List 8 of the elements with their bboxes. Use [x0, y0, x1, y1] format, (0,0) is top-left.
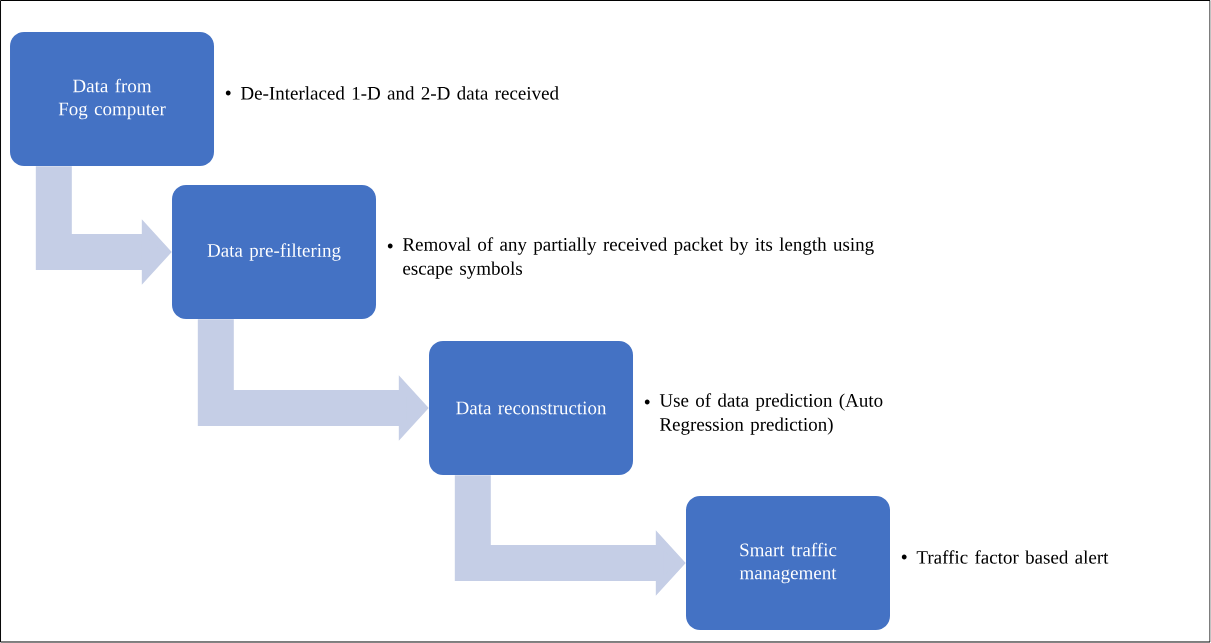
process-box: Data from Fog computer	[10, 32, 214, 166]
process-box: Data reconstruction	[429, 341, 633, 475]
bullet-text: Removal of any partially received packet by its length using escape symbols	[402, 237, 874, 279]
bullet-text: De-Interlaced 1-D and 2-D data received	[240, 86, 559, 100]
bullet-text: Use of data prediction (Auto Regression prediction)	[659, 393, 883, 435]
bullet-text: Traffic factor based alert	[916, 550, 1109, 564]
process-box: Smart traffic management	[686, 496, 890, 630]
process-box: Data pre-filtering	[172, 185, 376, 319]
